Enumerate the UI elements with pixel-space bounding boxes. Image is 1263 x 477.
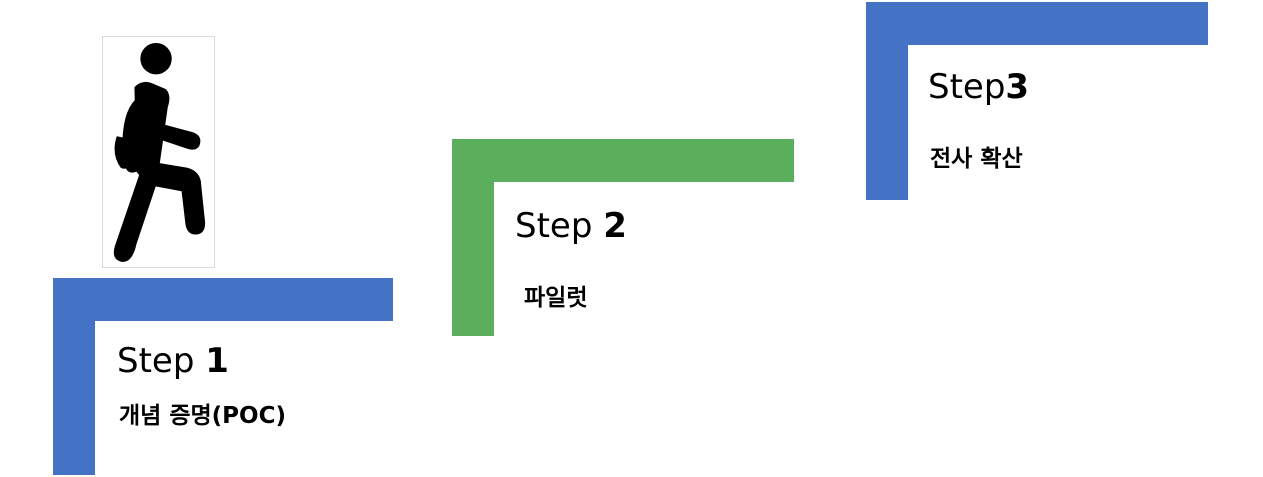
step-2-side-bar	[452, 139, 494, 336]
step-2-top-bar	[452, 139, 794, 182]
step-2-title-prefix: Step	[515, 206, 604, 246]
step-3-title-prefix: Step	[928, 67, 1006, 107]
step-1-number: 1	[205, 341, 229, 381]
step-3-subtitle: 전사 확산	[930, 146, 1023, 172]
step-1-title: Step 1	[117, 344, 229, 378]
step-1: Step 1 개념 증명(POC)	[53, 278, 393, 477]
step-1-side-bar	[53, 278, 95, 475]
walking-person-icon	[102, 36, 215, 268]
step-2-title: Step 2	[515, 209, 627, 243]
step-1-subtitle: 개념 증명(POC)	[119, 403, 286, 429]
step-2: Step 2 파일럿	[452, 139, 794, 337]
step-3-top-bar	[866, 2, 1208, 45]
step-3-side-bar	[866, 2, 908, 200]
step-3: Step3 전사 확산	[866, 2, 1208, 200]
step-1-top-bar	[53, 278, 393, 321]
step-2-subtitle: 파일럿	[524, 285, 588, 311]
step-3-number: 3	[1005, 67, 1030, 107]
step-1-title-prefix: Step	[117, 341, 206, 381]
step-3-title: Step3	[928, 70, 1029, 104]
step-2-number: 2	[603, 206, 627, 246]
